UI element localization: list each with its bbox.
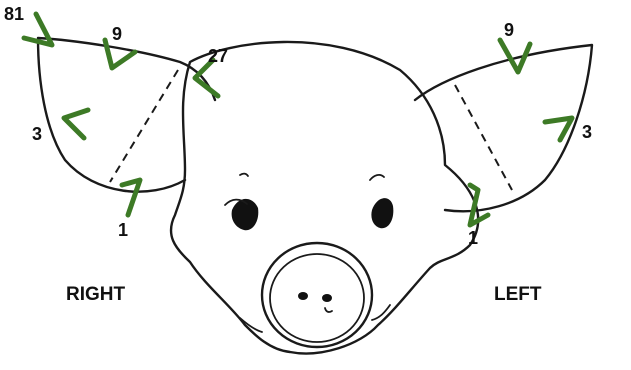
notch-label-left-ear-outer: 3: [582, 122, 592, 142]
notch-mark-right-ear-tip: [24, 14, 52, 45]
right-ear-outline: [38, 38, 215, 192]
nostril-mark: [325, 308, 332, 312]
notch-mark-left-ear-bottom: [470, 185, 488, 225]
left-side-label: LEFT: [494, 284, 542, 305]
right-ear-fold-line: [110, 70, 178, 182]
notch-mark-right-ear-bottom: [122, 180, 140, 215]
nostril-left: [298, 292, 308, 300]
right-side-label: RIGHT: [66, 284, 126, 305]
notch-mark-left-ear-top: [500, 40, 530, 72]
snout-inner: [270, 254, 364, 342]
left-eye: [371, 198, 393, 228]
notch-marks: [24, 14, 572, 225]
snout-outer: [262, 243, 372, 347]
notch-label-right-ear-top: 9: [112, 24, 122, 44]
right-eye: [232, 199, 259, 230]
notch-mark-left-ear-outer: [545, 118, 572, 140]
notch-mark-right-ear-outer: [64, 110, 88, 138]
left-ear-fold-line: [455, 85, 512, 190]
left-eyebrow: [370, 175, 384, 180]
notch-label-right-ear-bottom: 1: [118, 220, 128, 240]
notch-label-right-ear-outer: 3: [32, 124, 42, 144]
mouth-line-right: [372, 305, 390, 320]
right-eye-dot: [240, 174, 248, 176]
notch-label-left-ear-bottom: 1: [468, 228, 478, 248]
notch-label-left-ear-top: 9: [504, 20, 514, 40]
nostril-right: [322, 294, 332, 302]
notch-label-right-ear-base: 27: [208, 46, 228, 66]
notch-mark-right-ear-top: [105, 40, 135, 68]
notch-label-right-ear-tip: 81: [4, 4, 24, 24]
